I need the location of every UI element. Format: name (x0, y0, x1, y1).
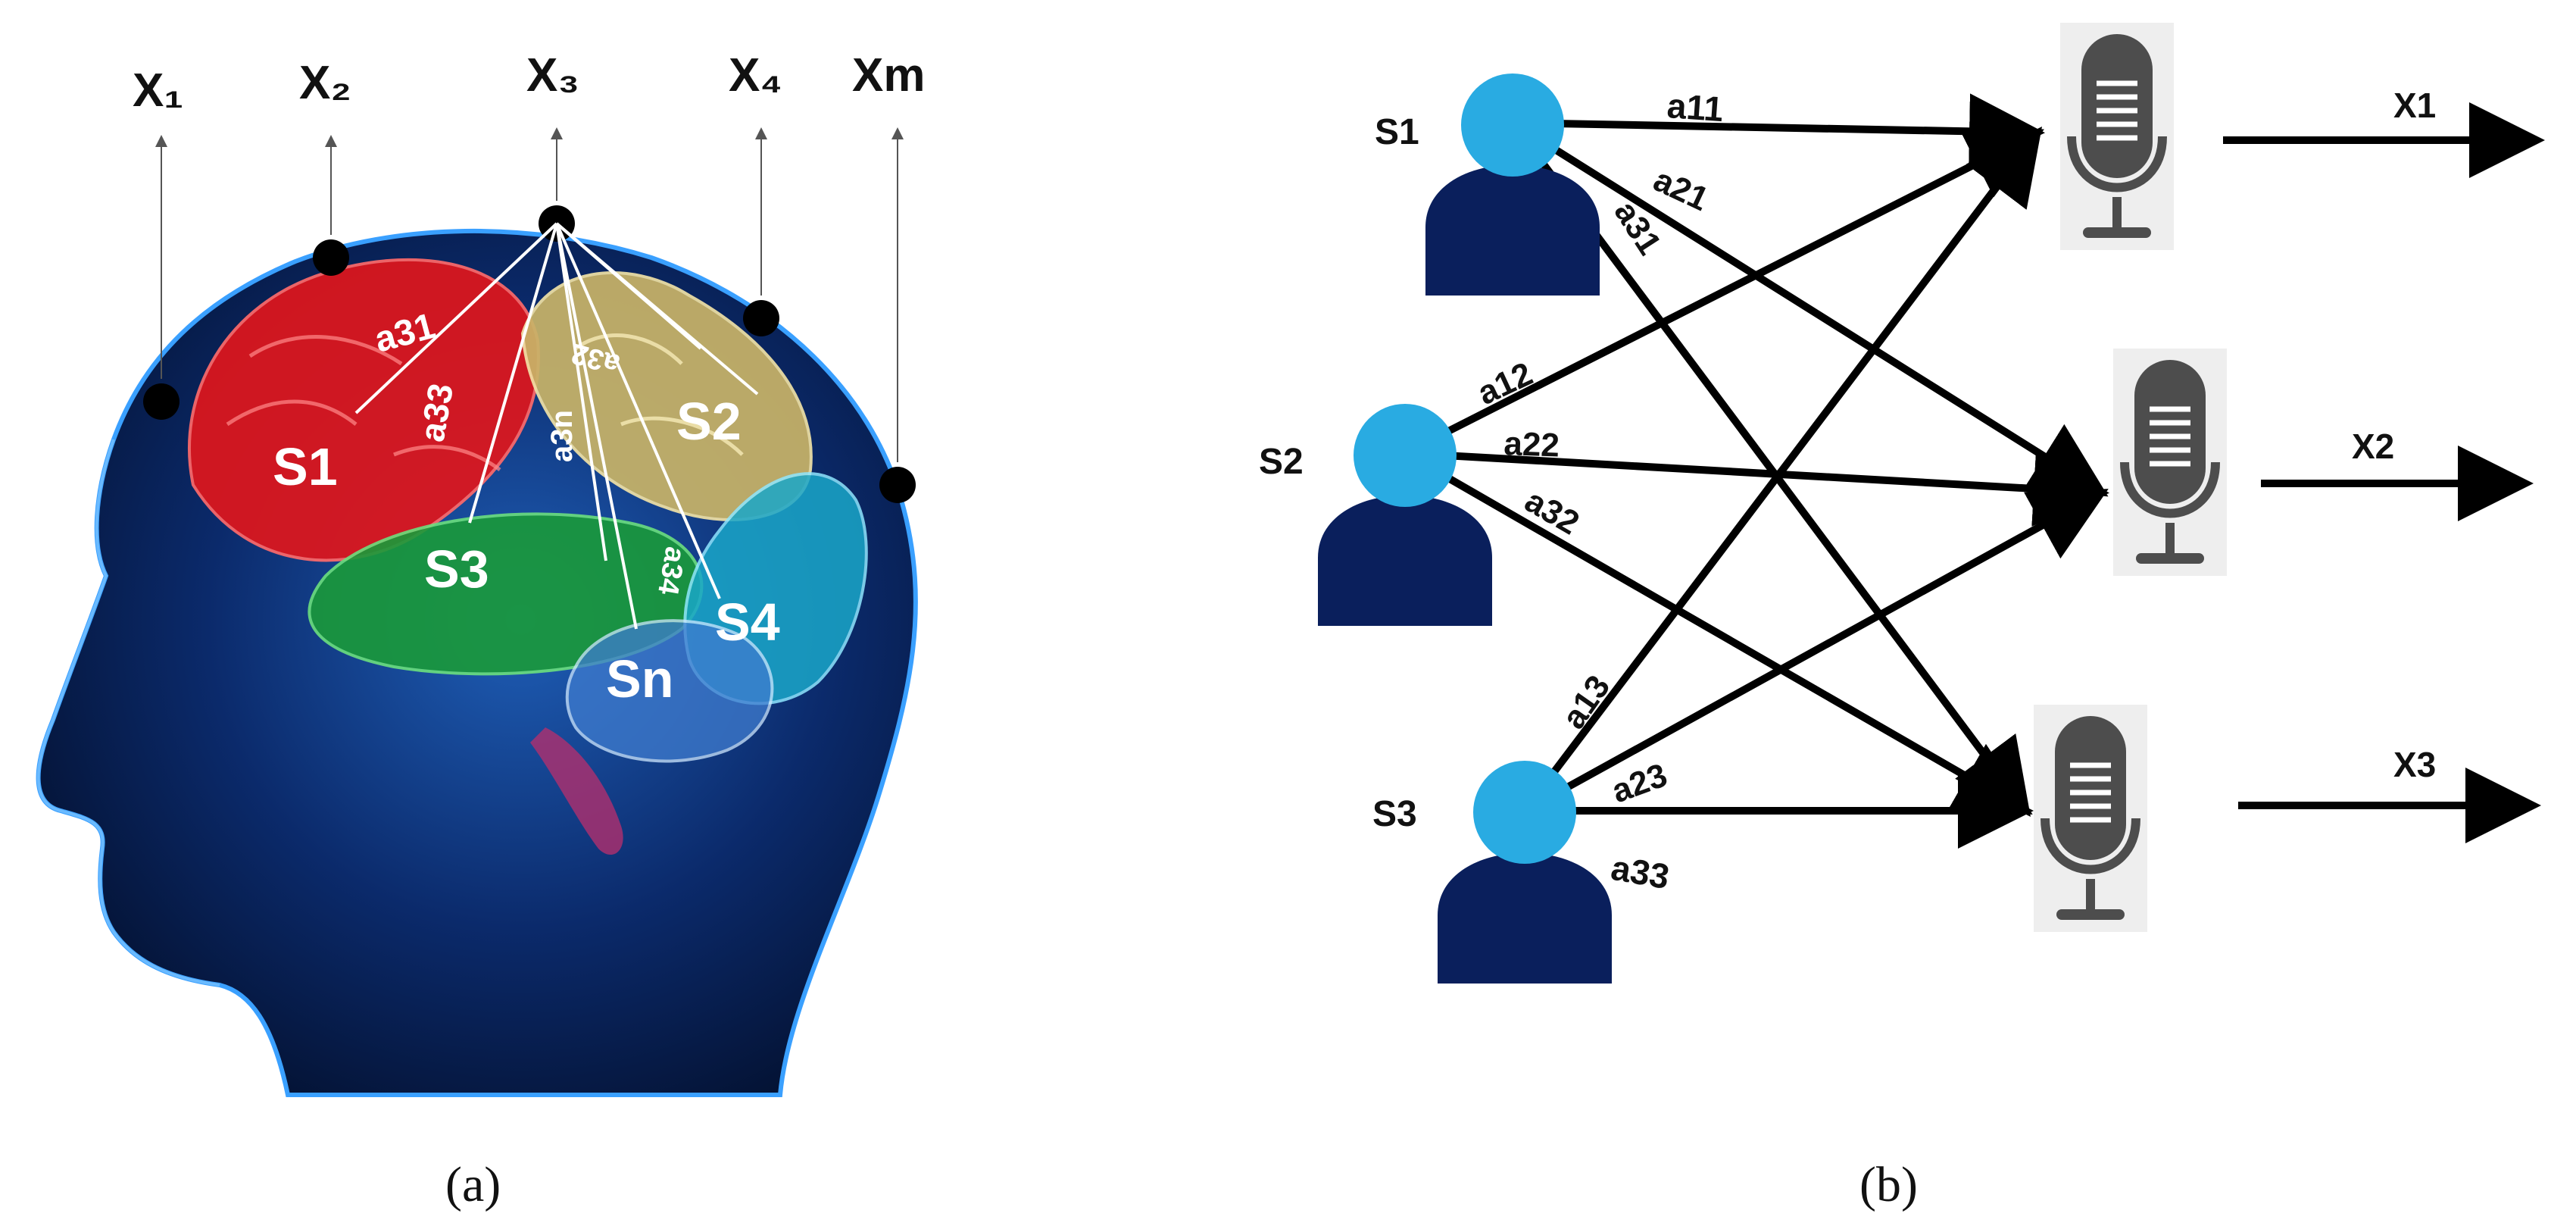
fan-line-5 (555, 223, 721, 599)
person-head-icon (1354, 404, 1457, 507)
mixing-arrow-s1-x2 (1510, 119, 2109, 497)
microphone-base (2056, 909, 2125, 920)
source-person-s3 (1438, 761, 1612, 984)
weight-label-a33: a33 (1608, 848, 1672, 897)
weight-label-a12: a12 (1472, 355, 1538, 412)
electrode-label-x1: X₁ (133, 64, 183, 117)
fan-lines (354, 222, 759, 630)
source-label-s2: S2 (1259, 442, 1304, 482)
mixing-arrow-s1-x1 (1512, 93, 2045, 170)
microphone-yoke (2067, 136, 2167, 192)
electrode-label-xm: Xm (852, 49, 925, 102)
microphone-capsule (2134, 360, 2206, 504)
panel-b: S1 S2 S3 a11 a21 a31 a12 a22 a32 a13 a23… (1259, 23, 2545, 1212)
mixing-label-a3n: a3n (545, 410, 579, 462)
weight-label-a22: a22 (1503, 425, 1560, 464)
microphone-base (2136, 553, 2204, 564)
person-body-icon (1425, 164, 1600, 296)
fan-line-2 (468, 223, 558, 524)
fan-line-3 (555, 223, 607, 561)
output-label-x1: X1 (2393, 86, 2436, 125)
electrode-label-x4: X₄ (729, 49, 782, 102)
electrode-label-x2: X₂ (299, 57, 351, 109)
microphone-icon (2113, 349, 2227, 576)
weight-label-a31: a31 (1607, 195, 1669, 261)
output-label-x2: X2 (2352, 427, 2394, 466)
mixing-arrow-s2-x3 (1403, 449, 2033, 815)
source-label-sn: Sn (606, 649, 673, 708)
weight-label-a32: a32 (1519, 482, 1585, 542)
source-person-s2 (1318, 404, 1492, 626)
microphone-icon (2034, 705, 2147, 932)
parietal-lobe (520, 271, 813, 521)
source-label-s2: S2 (676, 392, 742, 451)
electrode-dot-4 (743, 300, 779, 336)
fan-line-1 (354, 222, 558, 414)
electrode-dot-1 (143, 383, 180, 420)
source-label-s1: S1 (1375, 112, 1419, 152)
fan-line-4 (555, 223, 638, 630)
person-head-icon (1473, 761, 1576, 864)
panel-a: S1 S2 S3 S4 Sn a31 a33 a32 a3n a34 X₁ X₂… (36, 49, 925, 1212)
microphone-yoke (2041, 818, 2140, 874)
source-label-s4: S4 (715, 593, 780, 652)
person-body-icon (1438, 852, 1612, 984)
microphone-capsule (2055, 716, 2126, 860)
mixing-arrow-s3-x1 (1522, 127, 2043, 814)
microphone-base (2083, 227, 2151, 238)
source-label-s1: S1 (273, 437, 338, 496)
output-label-x3: X3 (2393, 745, 2436, 784)
microphones (2034, 23, 2227, 932)
weight-label-a11: a11 (1666, 86, 1725, 129)
microphone-icon (2060, 23, 2174, 250)
electrode-dot-2 (313, 239, 349, 276)
source-label-s3: S3 (424, 539, 489, 599)
weight-label-a23: a23 (1607, 756, 1672, 810)
caption-b: (b) (1859, 1157, 1918, 1212)
weight-label-a13: a13 (1555, 668, 1617, 735)
microphone-capsule (2081, 34, 2153, 178)
mixing-arrow-s2-x2 (1404, 449, 2109, 527)
cerebellum (565, 619, 774, 763)
caption-a: (a) (445, 1157, 501, 1212)
mixing-arrow-s2-x1 (1403, 129, 2044, 457)
fan-line-7 (555, 222, 702, 350)
electrode-label-x3: X₃ (526, 49, 579, 102)
electrode-dot-5 (879, 467, 916, 503)
mixing-arrow-s3-x2 (1522, 489, 2109, 815)
brain-stem (530, 727, 623, 855)
person-body-icon (1318, 495, 1492, 626)
source-label-s3: S3 (1372, 794, 1417, 834)
person-head-icon (1461, 73, 1564, 177)
microphone-yoke (2120, 461, 2220, 518)
source-person-s1 (1425, 73, 1600, 296)
